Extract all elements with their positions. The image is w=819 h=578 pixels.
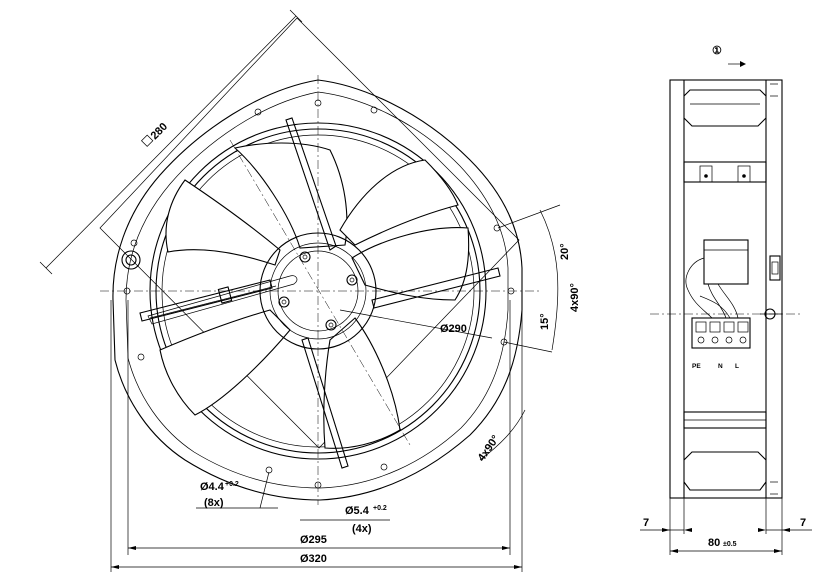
fan-blades [159, 142, 470, 449]
angle-4x90-bottom-label: 4x90° [476, 433, 502, 464]
hub-screws [278, 251, 358, 331]
earth-lug [121, 250, 141, 270]
diameter-320-label: Ø320 [300, 553, 327, 565]
angle-15-label: 15° [539, 313, 551, 330]
depth-label: 80 [708, 537, 720, 549]
small-hole-label: Ø4.4 [200, 481, 225, 493]
small-hole-tolerance: +0.2 [225, 481, 239, 488]
left-flange-width-label: 7 [643, 517, 649, 529]
side-view: ① [640, 45, 812, 555]
airflow-direction-label: ① [712, 45, 722, 57]
large-hole-count: (4x) [352, 523, 372, 535]
large-hole-label: Ø5.4 [345, 505, 370, 517]
large-hole-tolerance: +0.2 [373, 505, 387, 512]
diameter-295-label: Ø295 [300, 534, 327, 546]
terminal-n-label: N [718, 363, 723, 370]
strut-bottom [301, 337, 349, 469]
cable [147, 275, 298, 325]
strut-right [371, 267, 501, 309]
housing-outline [112, 79, 523, 501]
terminal-pe-label: PE [692, 363, 701, 370]
terminal-l-label: L [735, 363, 739, 370]
small-hole-count: (8x) [204, 497, 224, 509]
square-outline [99, 17, 520, 449]
diameter-290-label: Ø290 [440, 323, 467, 335]
front-view: 280 [39, 9, 581, 572]
depth-tolerance: ±0.5 [723, 541, 737, 548]
square-dimension-line [45, 15, 297, 269]
square-size-label: 280 [149, 121, 170, 142]
side-body [669, 79, 783, 499]
angle-4x90-right-label: 4x90° [569, 283, 581, 312]
capacitor [703, 239, 749, 285]
terminal-block [691, 317, 751, 349]
strut-top [285, 117, 337, 251]
angle-20-label: 20° [559, 243, 571, 260]
right-flange-width-label: 7 [800, 517, 806, 529]
